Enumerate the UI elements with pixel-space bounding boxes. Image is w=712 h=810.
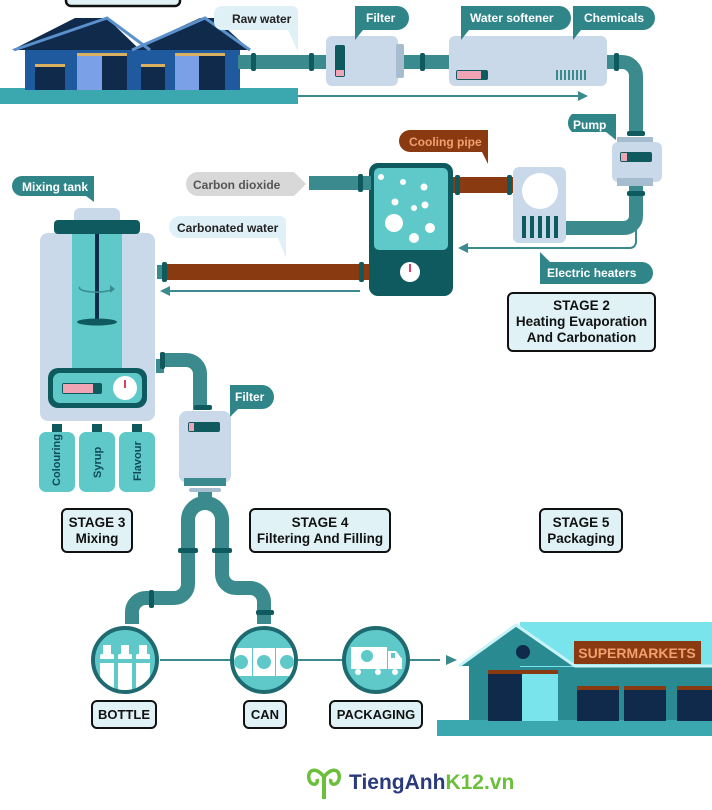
flow-arrow-left (458, 243, 468, 253)
flavour-label: Flavour (132, 441, 144, 481)
logo-text-part1: TiengAnh (349, 771, 446, 794)
bottom-filter-icon (179, 411, 231, 492)
stage-5-subtitle: Packaging (547, 530, 615, 546)
stage-2-subtitle-2: And Carbonation (526, 330, 637, 345)
pump-icon (612, 137, 662, 186)
pipe-raw-water (238, 55, 330, 69)
carbonated-water-pipe (163, 264, 369, 280)
syrup-label: Syrup (92, 447, 104, 478)
colouring-label: Colouring (51, 434, 63, 486)
cooling-pipe-callout (399, 130, 488, 164)
stage-4-subtitle: Filtering And Filling (256, 530, 384, 546)
chemicals-label: Chemicals (584, 11, 644, 25)
carbonated-water-callout (169, 216, 286, 258)
filter-bottom-callout (230, 385, 274, 417)
stage-5-title: STAGE 5 (552, 514, 610, 530)
logo-plant-icon (306, 768, 342, 799)
raw-water-callout (214, 6, 298, 52)
chemicals-callout (573, 6, 655, 40)
cooling-pipe-label: Cooling pipe (409, 135, 482, 149)
cans-icon (230, 626, 298, 694)
flow-arrow-left-2 (160, 286, 170, 296)
bottle-label: BOTTLE (91, 700, 157, 729)
stage-1-box-partial (64, 0, 182, 8)
flow-arrow-to-market (446, 655, 457, 665)
ingredient-containers (39, 424, 155, 492)
stage-3-title: STAGE 3 (68, 514, 126, 530)
filter-top-label: Filter (366, 11, 396, 25)
co2-pipe (309, 176, 371, 190)
stage-4-title: STAGE 4 (291, 514, 349, 530)
mixing-tank-icon (40, 208, 164, 421)
supermarket-building-icon (437, 622, 712, 736)
electric-heaters-callout (540, 252, 653, 284)
pump-label: Pump (573, 118, 606, 132)
electric-heaters-icon (513, 167, 566, 243)
water-softener-label: Water softener (470, 11, 554, 25)
supermarkets-sign: SUPERMARKETS (578, 645, 695, 661)
stage-2-title: STAGE 2 (553, 298, 610, 313)
bottles-icon (91, 626, 159, 694)
stage-5-box: STAGE 5 Packaging (539, 508, 623, 553)
water-softener-icon (449, 36, 607, 86)
stage-2-box: STAGE 2 Heating Evaporation And Carbonat… (507, 292, 656, 352)
pipe-to-filter (160, 353, 207, 410)
carbonated-water-label: Carbonated water (177, 221, 279, 235)
pipe-split (181, 492, 229, 560)
pump-callout (567, 114, 616, 140)
top-filter-icon (326, 36, 404, 86)
houses-ground (0, 88, 298, 104)
mixing-tank-label: Mixing tank (22, 180, 88, 194)
packaging-label: PACKAGING (329, 700, 423, 729)
stage-3-box: STAGE 3 Mixing (61, 508, 133, 553)
stage-2-subtitle-1: Heating Evaporation (515, 314, 648, 329)
raw-water-label: Raw water (232, 12, 292, 26)
carbon-dioxide-label: Carbon dioxide (193, 178, 281, 192)
flow-arrow-right (578, 91, 588, 101)
tienganhk12-logo: TiengAnhK12.vn (305, 765, 514, 801)
stage-4-box: STAGE 4 Filtering And Filling (249, 508, 391, 553)
filter-bottom-label: Filter (235, 390, 265, 404)
can-label: CAN (243, 700, 287, 729)
electric-heaters-label: Electric heaters (547, 266, 637, 280)
houses-icon (12, 16, 251, 90)
carbon-dioxide-callout (186, 172, 306, 196)
filter-top-callout (355, 6, 409, 40)
pipe-to-pump (607, 55, 643, 136)
stage-3-subtitle: Mixing (75, 530, 119, 546)
water-softener-callout (461, 6, 571, 40)
mixing-tank-callout (12, 176, 94, 202)
truck-icon (342, 626, 410, 694)
carbonation-tank-icon (369, 163, 453, 296)
logo-text: TiengAnhK12.vn (349, 771, 514, 795)
pipe-to-heaters (566, 186, 643, 235)
logo-text-part2: K12.vn (445, 771, 515, 794)
cooling-pipe (453, 177, 513, 193)
